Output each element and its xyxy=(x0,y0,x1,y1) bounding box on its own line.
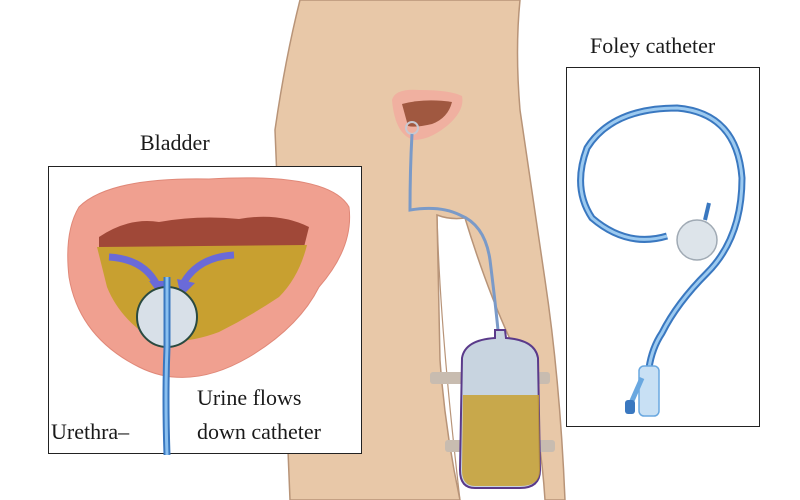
urine-flow-label-line1: Urine flows xyxy=(197,385,302,410)
foley-inflation-port xyxy=(628,376,645,405)
flow-arrow-right xyxy=(180,251,235,284)
foley-catheter-inset xyxy=(566,67,760,427)
foley-catheter-label: Foley catheter xyxy=(590,33,716,58)
urine-flow-label-line2: down catheter xyxy=(197,419,321,444)
urethra-label: Urethra– xyxy=(51,419,130,444)
body-catheter-tube xyxy=(408,133,500,331)
bladder-inset: Urethra– Urine flows down catheter xyxy=(48,166,362,455)
flow-arrow-left xyxy=(108,253,161,287)
foley-catheter-drawing xyxy=(577,104,746,417)
foley-balloon xyxy=(676,219,718,261)
foley-drainage-port xyxy=(638,365,660,417)
bladder-label: Bladder xyxy=(140,130,210,155)
bladder-cross-section xyxy=(67,177,351,455)
